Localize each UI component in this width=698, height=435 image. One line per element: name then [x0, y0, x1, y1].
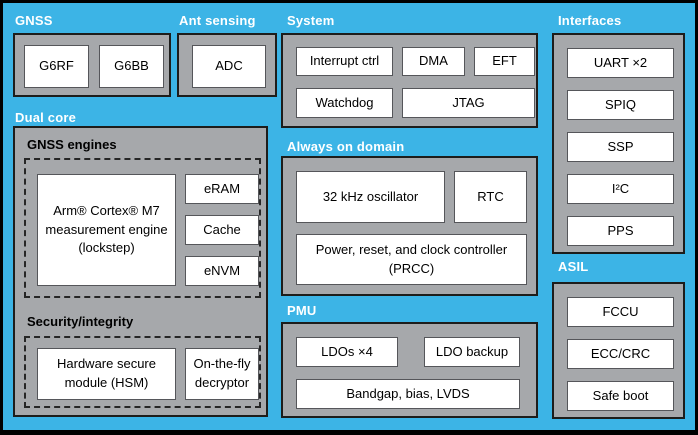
block-eft: EFT: [474, 47, 535, 76]
panel-pmu: LDOs ×4 LDO backup Bandgap, bias, LVDS: [281, 322, 538, 418]
block-interrupt-ctrl: Interrupt ctrl: [296, 47, 393, 76]
block-ldo-backup: LDO backup: [424, 337, 520, 367]
block-prcc: Power, reset, and clock controller (PRCC…: [296, 234, 527, 285]
block-g6bb: G6BB: [99, 45, 164, 88]
panel-interfaces: UART ×2 SPIQ SSP I²C PPS: [552, 33, 685, 254]
block-jtag: JTAG: [402, 88, 535, 118]
panel-ant-sensing: ADC: [177, 33, 277, 97]
panel-system: Interrupt ctrl DMA EFT Watchdog JTAG: [281, 33, 538, 128]
group-label-security-integrity: Security/integrity: [27, 314, 134, 329]
section-label-dual-core: Dual core: [15, 110, 77, 125]
block-pps: PPS: [567, 216, 674, 246]
panel-always-on-domain: 32 kHz oscillator RTC Power, reset, and …: [281, 156, 538, 296]
section-label-pmu: PMU: [287, 303, 317, 318]
panel-gnss: G6RF G6BB: [13, 33, 171, 97]
block-bandgap-bias-lvds: Bandgap, bias, LVDS: [296, 379, 520, 409]
block-eram: eRAM: [185, 174, 259, 204]
block-spiq: SPIQ: [567, 90, 674, 120]
panel-dual-core: GNSS engines Arm® Cortex® M7 measurement…: [13, 126, 268, 417]
block-32khz-oscillator: 32 kHz oscillator: [296, 171, 445, 223]
section-label-asil: ASIL: [558, 259, 589, 274]
group-security-integrity: Hardware secure module (HSM) On-the-fly …: [24, 336, 261, 408]
block-safe-boot: Safe boot: [567, 381, 674, 411]
block-envm: eNVM: [185, 256, 259, 286]
block-i2c: I²C: [567, 174, 674, 204]
block-dma: DMA: [402, 47, 465, 76]
block-g6rf: G6RF: [24, 45, 89, 88]
block-hsm: Hardware secure module (HSM): [37, 348, 176, 400]
section-label-gnss: GNSS: [15, 13, 53, 28]
group-gnss-engines: Arm® Cortex® M7 measurement engine (lock…: [24, 158, 261, 298]
block-uart: UART ×2: [567, 48, 674, 78]
block-ecc-crc: ECC/CRC: [567, 339, 674, 369]
section-label-ant-sensing: Ant sensing: [179, 13, 256, 28]
block-fccu: FCCU: [567, 297, 674, 327]
block-watchdog: Watchdog: [296, 88, 393, 118]
block-ssp: SSP: [567, 132, 674, 162]
block-cortex-m7: Arm® Cortex® M7 measurement engine (lock…: [37, 174, 176, 286]
block-rtc: RTC: [454, 171, 527, 223]
block-ldos: LDOs ×4: [296, 337, 398, 367]
section-label-system: System: [287, 13, 335, 28]
block-cache: Cache: [185, 215, 259, 245]
section-label-interfaces: Interfaces: [558, 13, 622, 28]
block-on-the-fly-decryptor: On-the-fly decryptor: [185, 348, 259, 400]
group-label-gnss-engines: GNSS engines: [27, 137, 117, 152]
block-adc: ADC: [192, 45, 266, 88]
panel-asil: FCCU ECC/CRC Safe boot: [552, 282, 685, 419]
section-label-always-on-domain: Always on domain: [287, 139, 405, 154]
